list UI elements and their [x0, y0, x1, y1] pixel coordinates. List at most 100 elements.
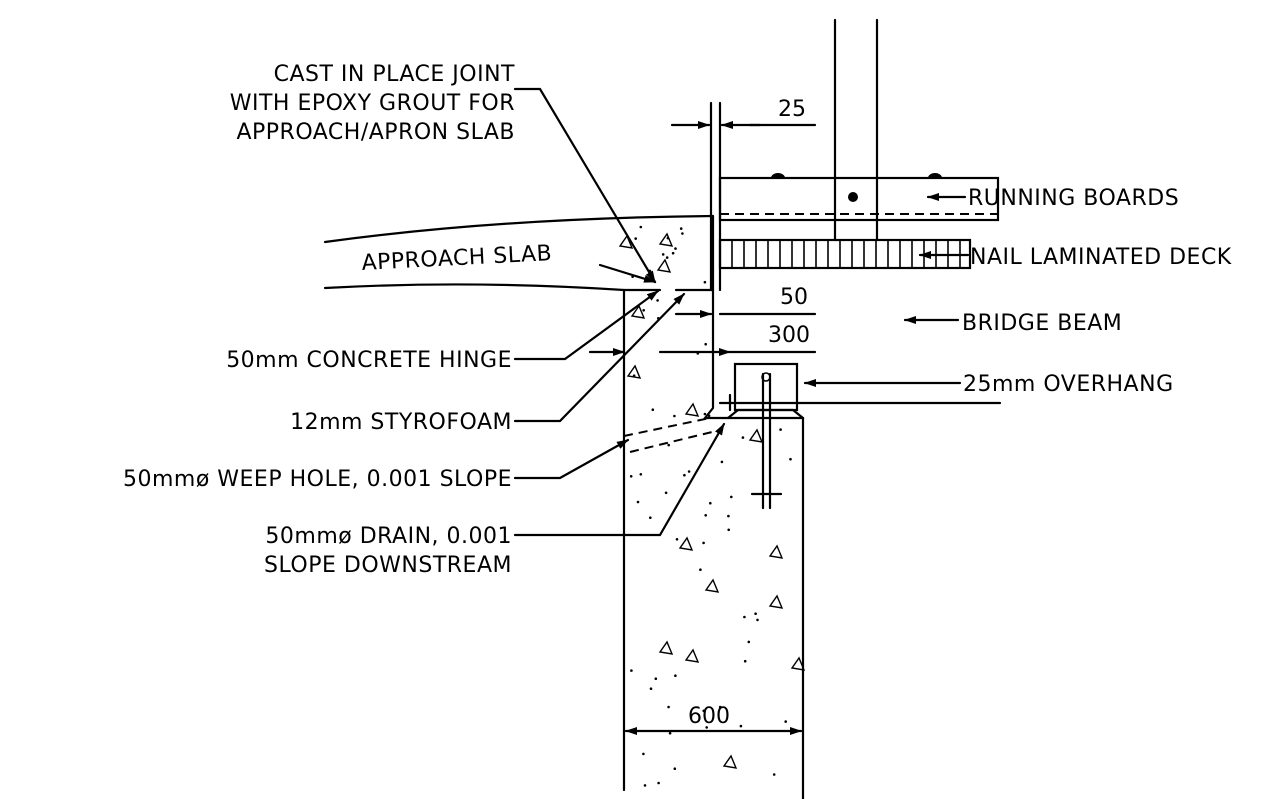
aggregate-dot — [671, 251, 675, 255]
aggregate-dot — [704, 342, 707, 346]
aggregate-dot — [772, 773, 776, 776]
aggregate-dot — [703, 280, 707, 284]
aggregate-dot — [664, 491, 668, 495]
aggregate-triangle — [626, 364, 642, 379]
drain-label-line-2: SLOPE DOWNSTREAM — [264, 553, 512, 578]
aggregate-dot — [673, 767, 677, 770]
concrete-aggregate-hatch — [618, 225, 806, 787]
aggregate-dot — [668, 731, 672, 735]
aggregate-triangle — [684, 402, 700, 417]
aggregate-triangle — [678, 536, 694, 551]
aggregate-triangle — [790, 656, 806, 671]
aggregate-dot — [699, 568, 702, 571]
nail-laminated-deck-lams — [731, 240, 961, 268]
aggregate-dot — [657, 781, 660, 785]
aggregate-dot — [683, 473, 686, 477]
aggregate-dot — [674, 674, 677, 677]
cast-joint-line-3: APPROACH/APRON SLAB — [236, 120, 515, 145]
dimension-lines — [588, 121, 1002, 735]
aggregate-dot — [727, 514, 730, 518]
aggregate-dot — [720, 460, 724, 464]
dim-seat-50: 50 — [780, 285, 808, 310]
aggregate-dot — [666, 236, 670, 240]
aggregate-dot — [667, 705, 670, 709]
aggregate-dot — [636, 500, 640, 504]
weep-hole-label: 50mmø WEEP HOLE, 0.001 SLOPE — [123, 467, 512, 492]
aggregate-dot — [661, 253, 665, 256]
aggregate-triangle — [704, 578, 720, 593]
leader-lines — [513, 87, 970, 537]
dim-gap-25: 25 — [778, 97, 806, 122]
aggregate-dot — [654, 677, 658, 680]
aggregate-triangle — [768, 594, 784, 609]
nail-deck-label: NAIL LAMINATED DECK — [970, 245, 1232, 270]
aggregate-dot — [629, 475, 633, 478]
aggregate-dot — [703, 412, 707, 416]
aggregate-dot — [673, 414, 676, 418]
aggregate-dot — [789, 457, 792, 461]
drain-label-line-1: 50mmø DRAIN, 0.001 — [265, 524, 512, 549]
bridge-beam-label: BRIDGE BEAM — [962, 311, 1122, 336]
aggregate-dot — [656, 299, 659, 302]
aggregate-dot — [702, 709, 705, 713]
aggregate-dot — [756, 618, 759, 622]
aggregate-dot — [743, 615, 746, 619]
aggregate-dot — [632, 374, 636, 378]
aggregate-dot — [667, 443, 670, 447]
aggregate-triangle — [684, 648, 700, 663]
aggregate-dot — [741, 436, 745, 439]
aggregate-triangle — [618, 234, 634, 249]
aggregate-dot — [730, 495, 733, 499]
aggregate-dot — [743, 659, 747, 663]
aggregate-dot — [727, 528, 730, 532]
aggregate-dot — [651, 408, 655, 412]
approach-slab-outline — [323, 214, 715, 292]
bridge-superstructure — [718, 18, 1000, 270]
aggregate-triangle — [658, 232, 674, 247]
styrofoam-label: 12mm STYROFOAM — [290, 410, 512, 435]
aggregate-dot — [642, 309, 645, 312]
aggregate-triangle — [722, 754, 738, 769]
cast-joint-line-1: CAST IN PLACE JOINT — [274, 62, 515, 87]
aggregate-dot — [704, 514, 707, 517]
abutment-wall — [622, 288, 805, 799]
concrete-hinge-label: 50mm CONCRETE HINGE — [226, 348, 512, 373]
aggregate-dot — [679, 227, 683, 230]
aggregate-dot — [674, 247, 677, 250]
aggregate-dot — [784, 720, 787, 723]
aggregate-dot — [675, 538, 679, 541]
aggregate-dot — [707, 414, 711, 418]
cast-joint-line-2: WITH EPOXY GROUT FOR — [230, 91, 515, 116]
aggregate-triangle — [630, 304, 646, 319]
dim-wall-600: 600 — [688, 704, 730, 729]
aggregate-dot — [681, 232, 684, 235]
aggregate-triangle — [658, 640, 674, 655]
aggregate-dot — [649, 687, 653, 690]
aggregate-dot — [634, 237, 637, 240]
aggregate-dot — [639, 225, 643, 229]
weep-hole-pipe — [623, 417, 713, 453]
aggregate-dot — [754, 612, 757, 615]
dim-hinge-300: 300 — [768, 323, 810, 348]
aggregate-dot — [702, 541, 705, 545]
aggregate-dot — [639, 473, 643, 476]
aggregate-dot — [630, 669, 633, 672]
aggregate-dot — [709, 501, 712, 505]
aggregate-triangle — [768, 544, 784, 559]
bearing-block — [726, 362, 805, 510]
aggregate-dot — [643, 784, 647, 787]
overhang-label: 25mm OVERHANG — [963, 372, 1174, 397]
aggregate-dot — [665, 256, 669, 259]
approach-slab-label: APPROACH SLAB — [361, 241, 553, 276]
running-boards-label: RUNNING BOARDS — [968, 186, 1179, 211]
aggregate-triangle — [656, 258, 672, 273]
aggregate-dot — [649, 516, 652, 519]
callout-cast-joint: CAST IN PLACE JOINT WITH EPOXY GROUT FOR… — [230, 62, 515, 145]
aggregate-dot — [687, 470, 691, 473]
aggregate-dot — [642, 752, 645, 756]
aggregate-dot — [718, 705, 722, 709]
aggregate-dot — [747, 640, 751, 644]
aggregate-triangle — [748, 428, 764, 443]
aggregate-dot — [739, 724, 743, 728]
